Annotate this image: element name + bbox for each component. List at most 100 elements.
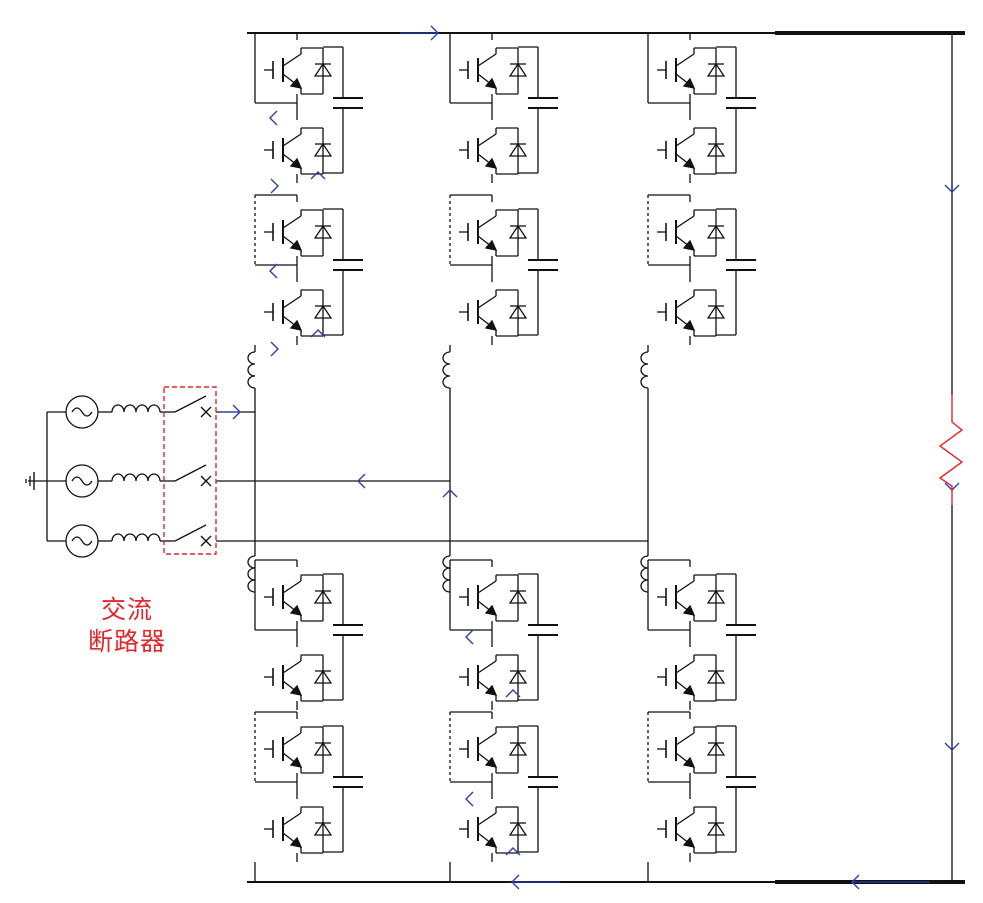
igbt-collector	[282, 580, 302, 594]
arm-inductor	[442, 351, 451, 389]
arm-inductor	[640, 351, 649, 389]
igbt-emitter-arrow	[484, 157, 498, 169]
igbt-cell	[459, 209, 528, 257]
igbt-collector	[477, 295, 497, 309]
current-arrow	[505, 689, 521, 698]
current-arrow	[944, 184, 960, 193]
igbt-emitter-arrow	[289, 239, 303, 251]
igbt-cell	[657, 47, 726, 95]
igbt-cell	[657, 289, 726, 337]
wire	[200, 475, 212, 487]
igbt-emitter-arrow	[682, 836, 696, 848]
submodule	[647, 711, 756, 862]
igbt-collector	[282, 732, 302, 746]
arm-inductor	[247, 351, 256, 389]
igbt-collector	[477, 660, 497, 674]
igbt-cell	[264, 654, 333, 702]
submodule	[254, 32, 363, 183]
arm-inductor	[442, 555, 451, 593]
igbt-emitter-arrow	[484, 604, 498, 616]
igbt-emitter-arrow	[289, 836, 303, 848]
current-arrow	[465, 791, 474, 807]
igbt-collector	[675, 215, 695, 229]
igbt-emitter-arrow	[289, 77, 303, 89]
igbt-emitter-arrow	[289, 604, 303, 616]
igbt-emitter-arrow	[289, 756, 303, 768]
igbt-emitter-arrow	[682, 239, 696, 251]
source-inductor	[111, 404, 161, 413]
current-arrow	[310, 329, 326, 338]
igbt-collector	[282, 812, 302, 826]
igbt-collector	[675, 53, 695, 67]
igbt-cell	[459, 127, 528, 175]
igbt-emitter-arrow	[682, 604, 696, 616]
igbt-collector	[675, 732, 695, 746]
current-arrow	[270, 178, 279, 194]
current-arrow	[269, 263, 278, 279]
wire	[200, 535, 212, 547]
igbt-emitter-arrow	[682, 684, 696, 696]
igbt-cell	[657, 209, 726, 257]
submodule	[449, 711, 558, 862]
breaker-label-line2: 断路器	[87, 627, 166, 656]
igbt-collector	[675, 133, 695, 147]
igbt-collector	[282, 215, 302, 229]
igbt-cell	[264, 726, 333, 774]
igbt-cell	[657, 127, 726, 175]
igbt-cell	[459, 806, 528, 854]
igbt-cell	[264, 127, 333, 175]
igbt-emitter-arrow	[289, 684, 303, 696]
igbt-collector	[477, 133, 497, 147]
igbt-cell	[459, 289, 528, 337]
igbt-emitter-arrow	[682, 319, 696, 331]
igbt-cell	[459, 574, 528, 622]
igbt-collector	[477, 53, 497, 67]
igbt-collector	[282, 660, 302, 674]
igbt-collector	[477, 812, 497, 826]
igbt-emitter-arrow	[289, 157, 303, 169]
igbt-cell	[657, 806, 726, 854]
igbt-emitter-arrow	[484, 77, 498, 89]
submodule	[647, 559, 756, 710]
igbt-cell	[459, 726, 528, 774]
igbt-collector	[477, 580, 497, 594]
current-arrow	[465, 629, 474, 645]
igbt-emitter-arrow	[682, 756, 696, 768]
igbt-collector	[675, 295, 695, 309]
sine-glyph	[71, 407, 93, 417]
igbt-collector	[675, 660, 695, 674]
source-inductor	[111, 533, 161, 542]
igbt-emitter-arrow	[484, 684, 498, 696]
submodule	[647, 194, 756, 345]
igbt-collector	[675, 812, 695, 826]
current-arrow	[310, 171, 326, 180]
submodule	[449, 32, 558, 183]
current-arrow	[269, 110, 278, 126]
current-arrow	[442, 489, 458, 498]
igbt-cell	[264, 289, 333, 337]
igbt-cell	[264, 47, 333, 95]
igbt-emitter-arrow	[484, 756, 498, 768]
arm-inductor	[640, 555, 649, 593]
dc-load-resistor	[938, 395, 964, 505]
igbt-cell	[264, 209, 333, 257]
igbt-collector	[282, 133, 302, 147]
submodule	[254, 559, 363, 710]
igbt-emitter-arrow	[484, 319, 498, 331]
ac-breaker-box	[163, 386, 217, 555]
igbt-emitter-arrow	[289, 319, 303, 331]
source-inductor	[111, 473, 161, 482]
igbt-collector	[477, 215, 497, 229]
igbt-cell	[657, 654, 726, 702]
igbt-collector	[282, 295, 302, 309]
igbt-emitter-arrow	[682, 77, 696, 89]
breaker-label-line1: 交流	[100, 595, 153, 624]
igbt-emitter-arrow	[484, 239, 498, 251]
submodule	[647, 32, 756, 183]
igbt-collector	[282, 53, 302, 67]
igbt-collector	[477, 732, 497, 746]
igbt-cell	[264, 806, 333, 854]
igbt-cell	[264, 574, 333, 622]
arm-inductor	[247, 555, 256, 593]
igbt-cell	[657, 726, 726, 774]
